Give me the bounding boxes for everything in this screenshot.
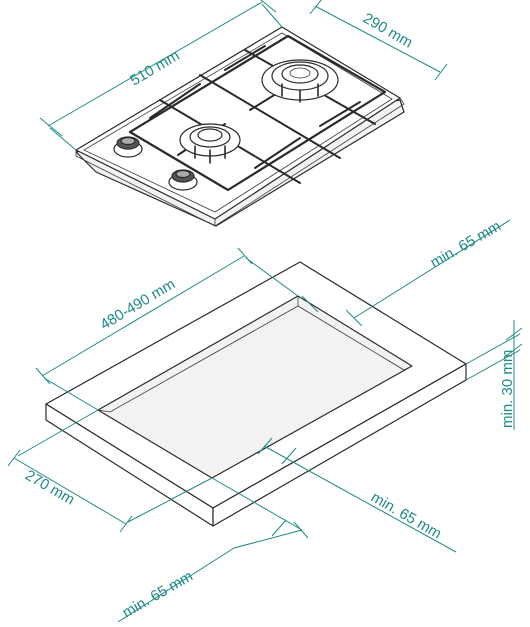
hob-top-plate: [75, 26, 401, 220]
cutout-width-label: 480-490 mm: [97, 275, 178, 333]
cutout-depth-label: 270 mm: [22, 467, 77, 509]
front-clearance-label: min. 65 mm: [120, 568, 196, 622]
worktop-thickness-label: min. 30 mm: [499, 350, 516, 428]
hob-width-label: 510 mm: [127, 47, 182, 89]
hob-front-edge: [75, 150, 216, 227]
worktop-thickness-dimension: min. 30 mm: [465, 320, 523, 430]
control-knob-rear: [113, 136, 143, 158]
hob-depth-label: 290 mm: [360, 10, 415, 52]
large-burner: [261, 59, 339, 103]
small-burner: [179, 123, 241, 164]
control-knob-front: [168, 169, 198, 191]
back-clearance-label: min. 65 mm: [428, 218, 504, 272]
hob-inner-rim: [83, 32, 393, 213]
gas-hob-drawing: [75, 26, 405, 227]
side-clearance-label: min. 65 mm: [368, 489, 444, 543]
worktop-drawing: [45, 261, 467, 527]
cutout-inner-wall: [97, 296, 413, 413]
